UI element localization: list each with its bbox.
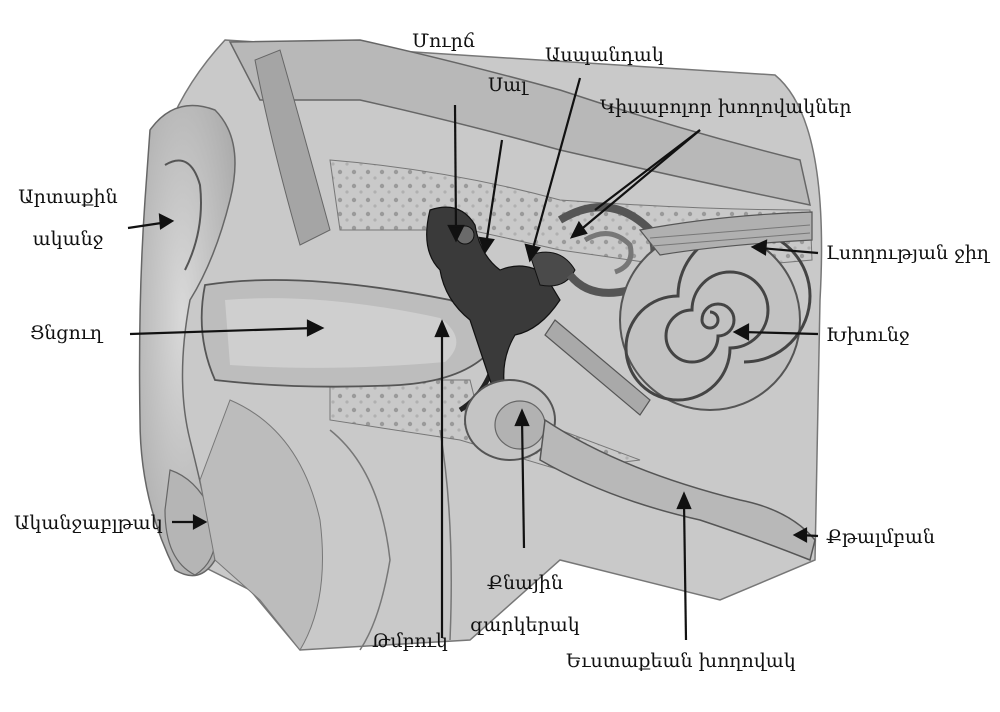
skull-band-inner — [254, 49, 331, 246]
label-ear-canal: Ցնցուղ — [30, 322, 103, 344]
label-round-window-1: Քնային — [486, 572, 564, 594]
auricle-fold — [164, 159, 202, 271]
ossicles — [426, 206, 561, 396]
stirrup-shape — [529, 251, 576, 287]
label-auditory-nerve: Լսողության ջիղ — [826, 242, 989, 264]
label-semicircular-canals: Կիսաբոլոր խողովակներ — [600, 96, 852, 118]
label-outer-ear-2: ականջ — [32, 228, 104, 250]
label-earlobe: Ականջաբլթակ — [14, 512, 163, 534]
label-hammer: Սալ — [488, 74, 527, 96]
label-cheekbone: Քթալմբան — [826, 526, 935, 548]
skull-band — [228, 39, 811, 206]
label-outer-ear-1: Արտաքին — [18, 186, 118, 208]
label-eustachian-tube: Եւստաքեան խողովակ — [566, 650, 796, 672]
label-anvil: Մուրճ — [412, 30, 476, 52]
label-round-window-2: զարկերակ — [470, 614, 580, 636]
ear-canal-shade — [225, 298, 457, 368]
label-eardrum: Թմբուկ — [372, 630, 448, 652]
auditory-nerve — [638, 211, 813, 256]
label-stirrup: Ասպանդակ — [545, 44, 664, 66]
lower-tissue — [199, 399, 323, 651]
cochlea-outer — [619, 229, 801, 411]
vestibule-tube — [544, 319, 651, 416]
label-cochlea: Խխունջ — [826, 324, 910, 346]
eustachian-shape — [539, 418, 816, 562]
pointer-arrows — [127, 77, 819, 641]
